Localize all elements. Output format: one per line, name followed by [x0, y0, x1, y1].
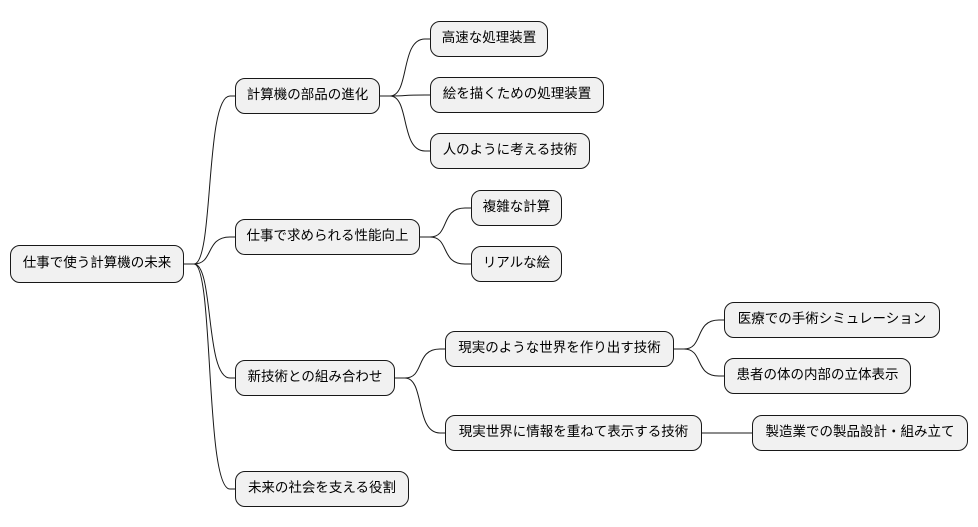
edge-branch-2-leaf-2 — [420, 236, 471, 265]
leaf-node-3-1-1: 医療での手術シミュレーション — [724, 302, 940, 338]
edge-branch-3-sub-1 — [395, 348, 445, 379]
leaf-node-3-2-1: 製造業での製品設計・組み立て — [752, 415, 968, 451]
leaf-node-1-2: 絵を描くための処理装置 — [430, 77, 604, 113]
edge-root-branch-1 — [184, 95, 235, 265]
leaf-node-1-1: 高速な処理装置 — [430, 21, 548, 57]
edge-branch-1-leaf-1 — [380, 38, 430, 97]
leaf-node-3-1-2: 患者の体の内部の立体表示 — [724, 358, 911, 394]
edge-sub-1-leaf-2 — [674, 348, 724, 377]
edge-branch-3-sub-2 — [395, 377, 445, 434]
edge-root-branch-4 — [184, 263, 235, 490]
branch-node-1: 計算機の部品の進化 — [235, 78, 380, 114]
leaf-node-1-3: 人のように考える技術 — [430, 133, 590, 169]
edge-branch-1-leaf-3 — [380, 95, 430, 152]
sub-node-3-2: 現実世界に情報を重ねて表示する技術 — [445, 415, 702, 451]
leaf-node-2-2: リアルな絵 — [471, 246, 562, 282]
root-node: 仕事で使う計算機の未来 — [10, 245, 184, 283]
branch-node-4: 未来の社会を支える役割 — [235, 471, 409, 507]
branch-node-2: 仕事で求められる性能向上 — [235, 219, 420, 255]
edge-root-branch-2 — [184, 236, 235, 265]
leaf-node-2-1: 複雑な計算 — [471, 190, 562, 226]
edge-sub-1-leaf-1 — [674, 319, 724, 350]
sub-node-3-1: 現実のような世界を作り出す技術 — [445, 331, 674, 367]
edge-branch-2-leaf-1 — [420, 207, 471, 238]
branch-node-3: 新技術との組み合わせ — [235, 360, 395, 396]
edge-root-branch-3 — [184, 263, 235, 379]
